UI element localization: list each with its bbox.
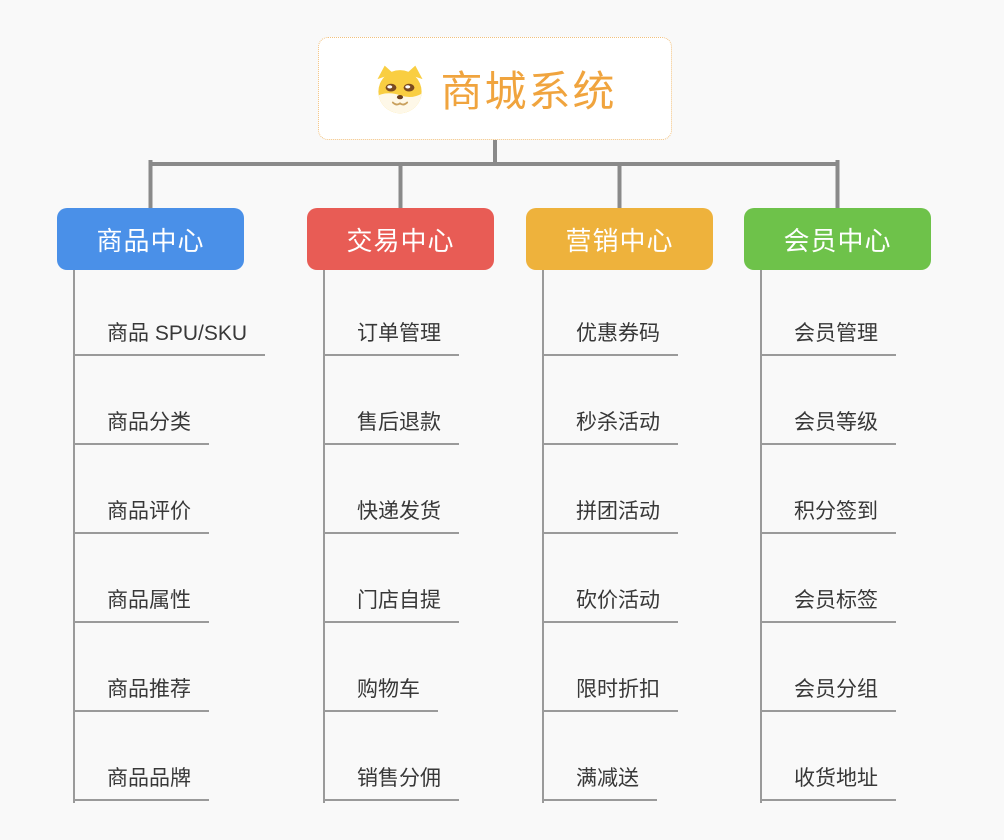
leaf-node[interactable]: 会员标签 bbox=[760, 589, 896, 623]
leaf-node[interactable]: 拼团活动 bbox=[542, 500, 678, 534]
branch-trunk-line bbox=[760, 270, 762, 803]
leaf-node[interactable]: 销售分佣 bbox=[323, 767, 459, 801]
branch-trunk-line bbox=[73, 270, 75, 803]
leaf-node[interactable]: 收货地址 bbox=[760, 767, 896, 801]
leaf-node[interactable]: 商品品牌 bbox=[73, 767, 209, 801]
leaf-node[interactable]: 商品推荐 bbox=[73, 678, 209, 712]
branch-header-trade-center[interactable]: 交易中心 bbox=[307, 208, 494, 270]
leaf-node[interactable]: 售后退款 bbox=[323, 411, 459, 445]
leaf-node[interactable]: 订单管理 bbox=[323, 322, 459, 356]
dog-icon bbox=[373, 64, 427, 114]
leaf-node[interactable]: 购物车 bbox=[323, 678, 438, 712]
branch-trade-center: 交易中心 订单管理 售后退款 快递发货 门店自提 购物车 销售分佣 bbox=[307, 208, 494, 803]
branch-trunk-line bbox=[323, 270, 325, 803]
leaf-node[interactable]: 商品评价 bbox=[73, 500, 209, 534]
branch-trunk-line bbox=[542, 270, 544, 803]
leaf-node[interactable]: 限时折扣 bbox=[542, 678, 678, 712]
branch-product-center: 商品中心 商品 SPU/SKU 商品分类 商品评价 商品属性 商品推荐 商品品牌 bbox=[57, 208, 266, 803]
leaf-node[interactable]: 会员等级 bbox=[760, 411, 896, 445]
leaf-node[interactable]: 商品 SPU/SKU bbox=[73, 322, 266, 356]
leaf-node[interactable]: 门店自提 bbox=[323, 589, 459, 623]
branch-header-product-center[interactable]: 商品中心 bbox=[57, 208, 244, 270]
leaf-node[interactable]: 会员分组 bbox=[760, 678, 896, 712]
branch-header-marketing-center[interactable]: 营销中心 bbox=[526, 208, 713, 270]
leaf-node[interactable]: 秒杀活动 bbox=[542, 411, 678, 445]
leaf-node[interactable]: 优惠券码 bbox=[542, 322, 678, 356]
leaf-node[interactable]: 会员管理 bbox=[760, 322, 896, 356]
leaf-node[interactable]: 积分签到 bbox=[760, 500, 896, 534]
branch-header-member-center[interactable]: 会员中心 bbox=[744, 208, 931, 270]
branch-member-center: 会员中心 会员管理 会员等级 积分签到 会员标签 会员分组 收货地址 bbox=[744, 208, 931, 803]
leaf-node[interactable]: 满减送 bbox=[542, 767, 657, 801]
tree-connector-path bbox=[148, 138, 840, 210]
root-node[interactable]: 商城系统 bbox=[318, 37, 672, 140]
leaf-node[interactable]: 快递发货 bbox=[323, 500, 459, 534]
leaf-node[interactable]: 商品分类 bbox=[73, 411, 209, 445]
branch-marketing-center: 营销中心 优惠券码 秒杀活动 拼团活动 砍价活动 限时折扣 满减送 bbox=[526, 208, 713, 803]
leaf-node[interactable]: 砍价活动 bbox=[542, 589, 678, 623]
root-title: 商城系统 bbox=[440, 68, 617, 115]
leaf-node[interactable]: 商品属性 bbox=[73, 589, 209, 623]
